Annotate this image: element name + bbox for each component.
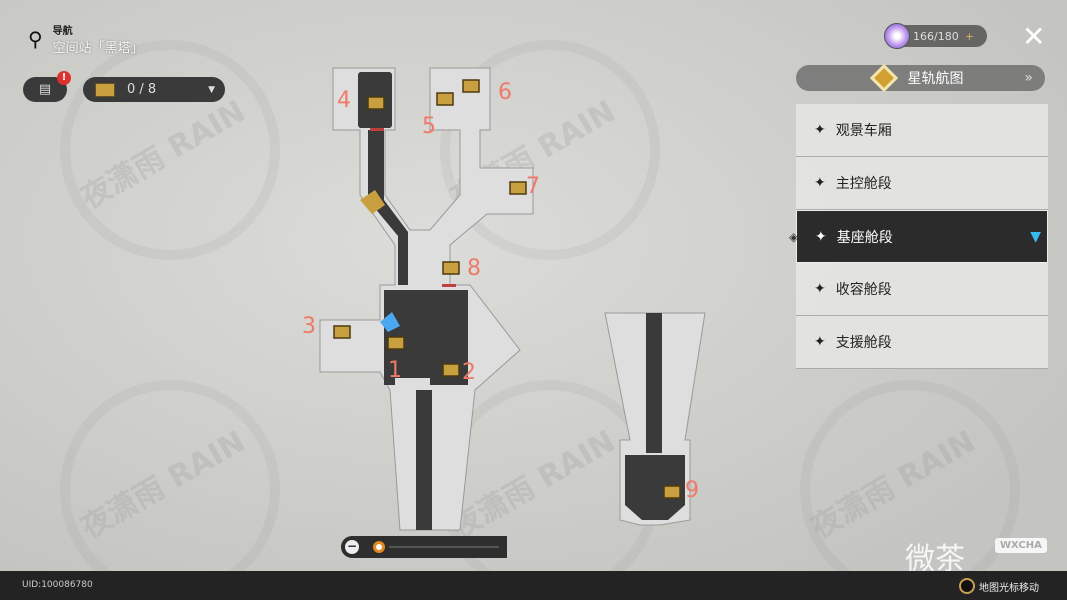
central-hall: [384, 290, 468, 385]
clipboard-icon: ▤: [38, 82, 52, 97]
selection-indicator-icon: ◈: [789, 229, 799, 244]
marker-label: 4: [337, 88, 351, 113]
marker-label: 2: [462, 360, 476, 385]
bullet-icon: ✦: [814, 334, 826, 350]
alert-badge: !: [57, 71, 71, 85]
chevron-right-icon: »: [1024, 70, 1033, 86]
marker-label: 6: [498, 80, 512, 105]
zone-label: 基座舱段: [836, 229, 893, 246]
treasure-chest-icon[interactable]: [367, 96, 385, 110]
marker-label: 7: [526, 174, 540, 199]
footer-bar: UID:100086780 地图光标移动: [0, 571, 1067, 600]
bullet-icon: ✦: [814, 122, 826, 138]
chest-counter-dropdown[interactable]: 0 / 8 ▼: [83, 77, 225, 102]
chevron-down-icon: ▼: [208, 84, 215, 95]
zone-label: 主控舱段: [835, 176, 892, 192]
player-location-icon: [380, 312, 400, 332]
bullet-icon: ✦: [814, 281, 826, 297]
corridor-north: [368, 130, 408, 285]
door-marker: [442, 284, 456, 287]
chevron-down-icon: ▼: [1030, 228, 1041, 245]
treasure-chest-icon[interactable]: [462, 79, 480, 93]
zone-label: 观景车厢: [835, 123, 892, 139]
atlas-label: 星轨航图: [907, 71, 964, 87]
marker-label: 1: [388, 358, 402, 383]
marker-label: 5: [422, 114, 436, 139]
teleport-anchor-icon[interactable]: [360, 190, 385, 214]
zoom-track[interactable]: [389, 546, 499, 548]
zone-item-selected[interactable]: ◈ ✦ 基座舱段 ▼: [789, 210, 1048, 263]
marker-label: 8: [467, 256, 481, 281]
joystick-icon: [959, 578, 975, 594]
treasure-chest-icon[interactable]: [387, 336, 405, 350]
uid-label: UID:100086780: [22, 580, 93, 590]
trailblaze-power[interactable]: 166/180 +: [884, 23, 987, 49]
bullet-icon: ✦: [814, 175, 826, 191]
door-marker: [370, 128, 384, 131]
energy-value: 166/180: [913, 29, 959, 43]
quest-log-button[interactable]: ▤ !: [23, 71, 71, 102]
location-name: 空间站「黑塔」: [52, 41, 144, 56]
chest-count: 0 / 8: [127, 82, 157, 97]
zone-item[interactable]: ✦ 观景车厢: [796, 104, 1048, 157]
add-energy-button[interactable]: +: [964, 29, 974, 43]
star-rail-icon: [869, 63, 899, 93]
zone-label: 支援舱段: [835, 335, 892, 351]
close-button[interactable]: ✕: [1022, 20, 1046, 53]
bullet-icon: ✦: [815, 228, 827, 245]
cursor-hint: 地图光标移动: [959, 578, 1039, 594]
marker-label: 9: [685, 478, 699, 503]
treasure-chest-icon[interactable]: [333, 325, 351, 339]
corridor-east: [646, 313, 662, 453]
zoom-handle[interactable]: [373, 541, 385, 553]
nav-label: 导航: [52, 26, 73, 37]
navigation-header: ⚲ 导航 空间站「黑塔」: [28, 22, 144, 56]
corridor-south: [416, 390, 432, 530]
treasure-chest-icon[interactable]: [509, 181, 527, 195]
zone-item[interactable]: ✦ 主控舱段: [796, 157, 1048, 210]
star-rail-map-button[interactable]: 星轨航图 »: [796, 63, 1045, 93]
branding-tag: WXCHA: [995, 538, 1047, 553]
treasure-chest-icon[interactable]: [442, 261, 460, 275]
room-9-floor: [625, 455, 685, 520]
hint-label: 地图光标移动: [979, 582, 1039, 594]
zone-item[interactable]: ✦ 支援舱段: [796, 316, 1048, 369]
zoom-slider[interactable]: −: [341, 536, 507, 558]
location-pin-icon: ⚲: [28, 27, 43, 51]
treasure-chest-icon[interactable]: [442, 363, 460, 377]
treasure-chest-icon[interactable]: [436, 92, 454, 106]
zone-list: ✦ 观景车厢 ✦ 主控舱段 ◈ ✦ 基座舱段 ▼ ✦ 收容舱段 ✦ 支援舱段: [789, 104, 1048, 369]
zoom-out-button[interactable]: −: [345, 539, 359, 554]
zone-item[interactable]: ✦ 收容舱段: [796, 263, 1048, 316]
treasure-chest-icon: [95, 82, 115, 97]
zone-label: 收容舱段: [835, 282, 892, 298]
trailblaze-power-icon: [884, 23, 910, 49]
marker-label: 3: [302, 314, 316, 339]
treasure-chest-icon[interactable]: [663, 485, 681, 499]
